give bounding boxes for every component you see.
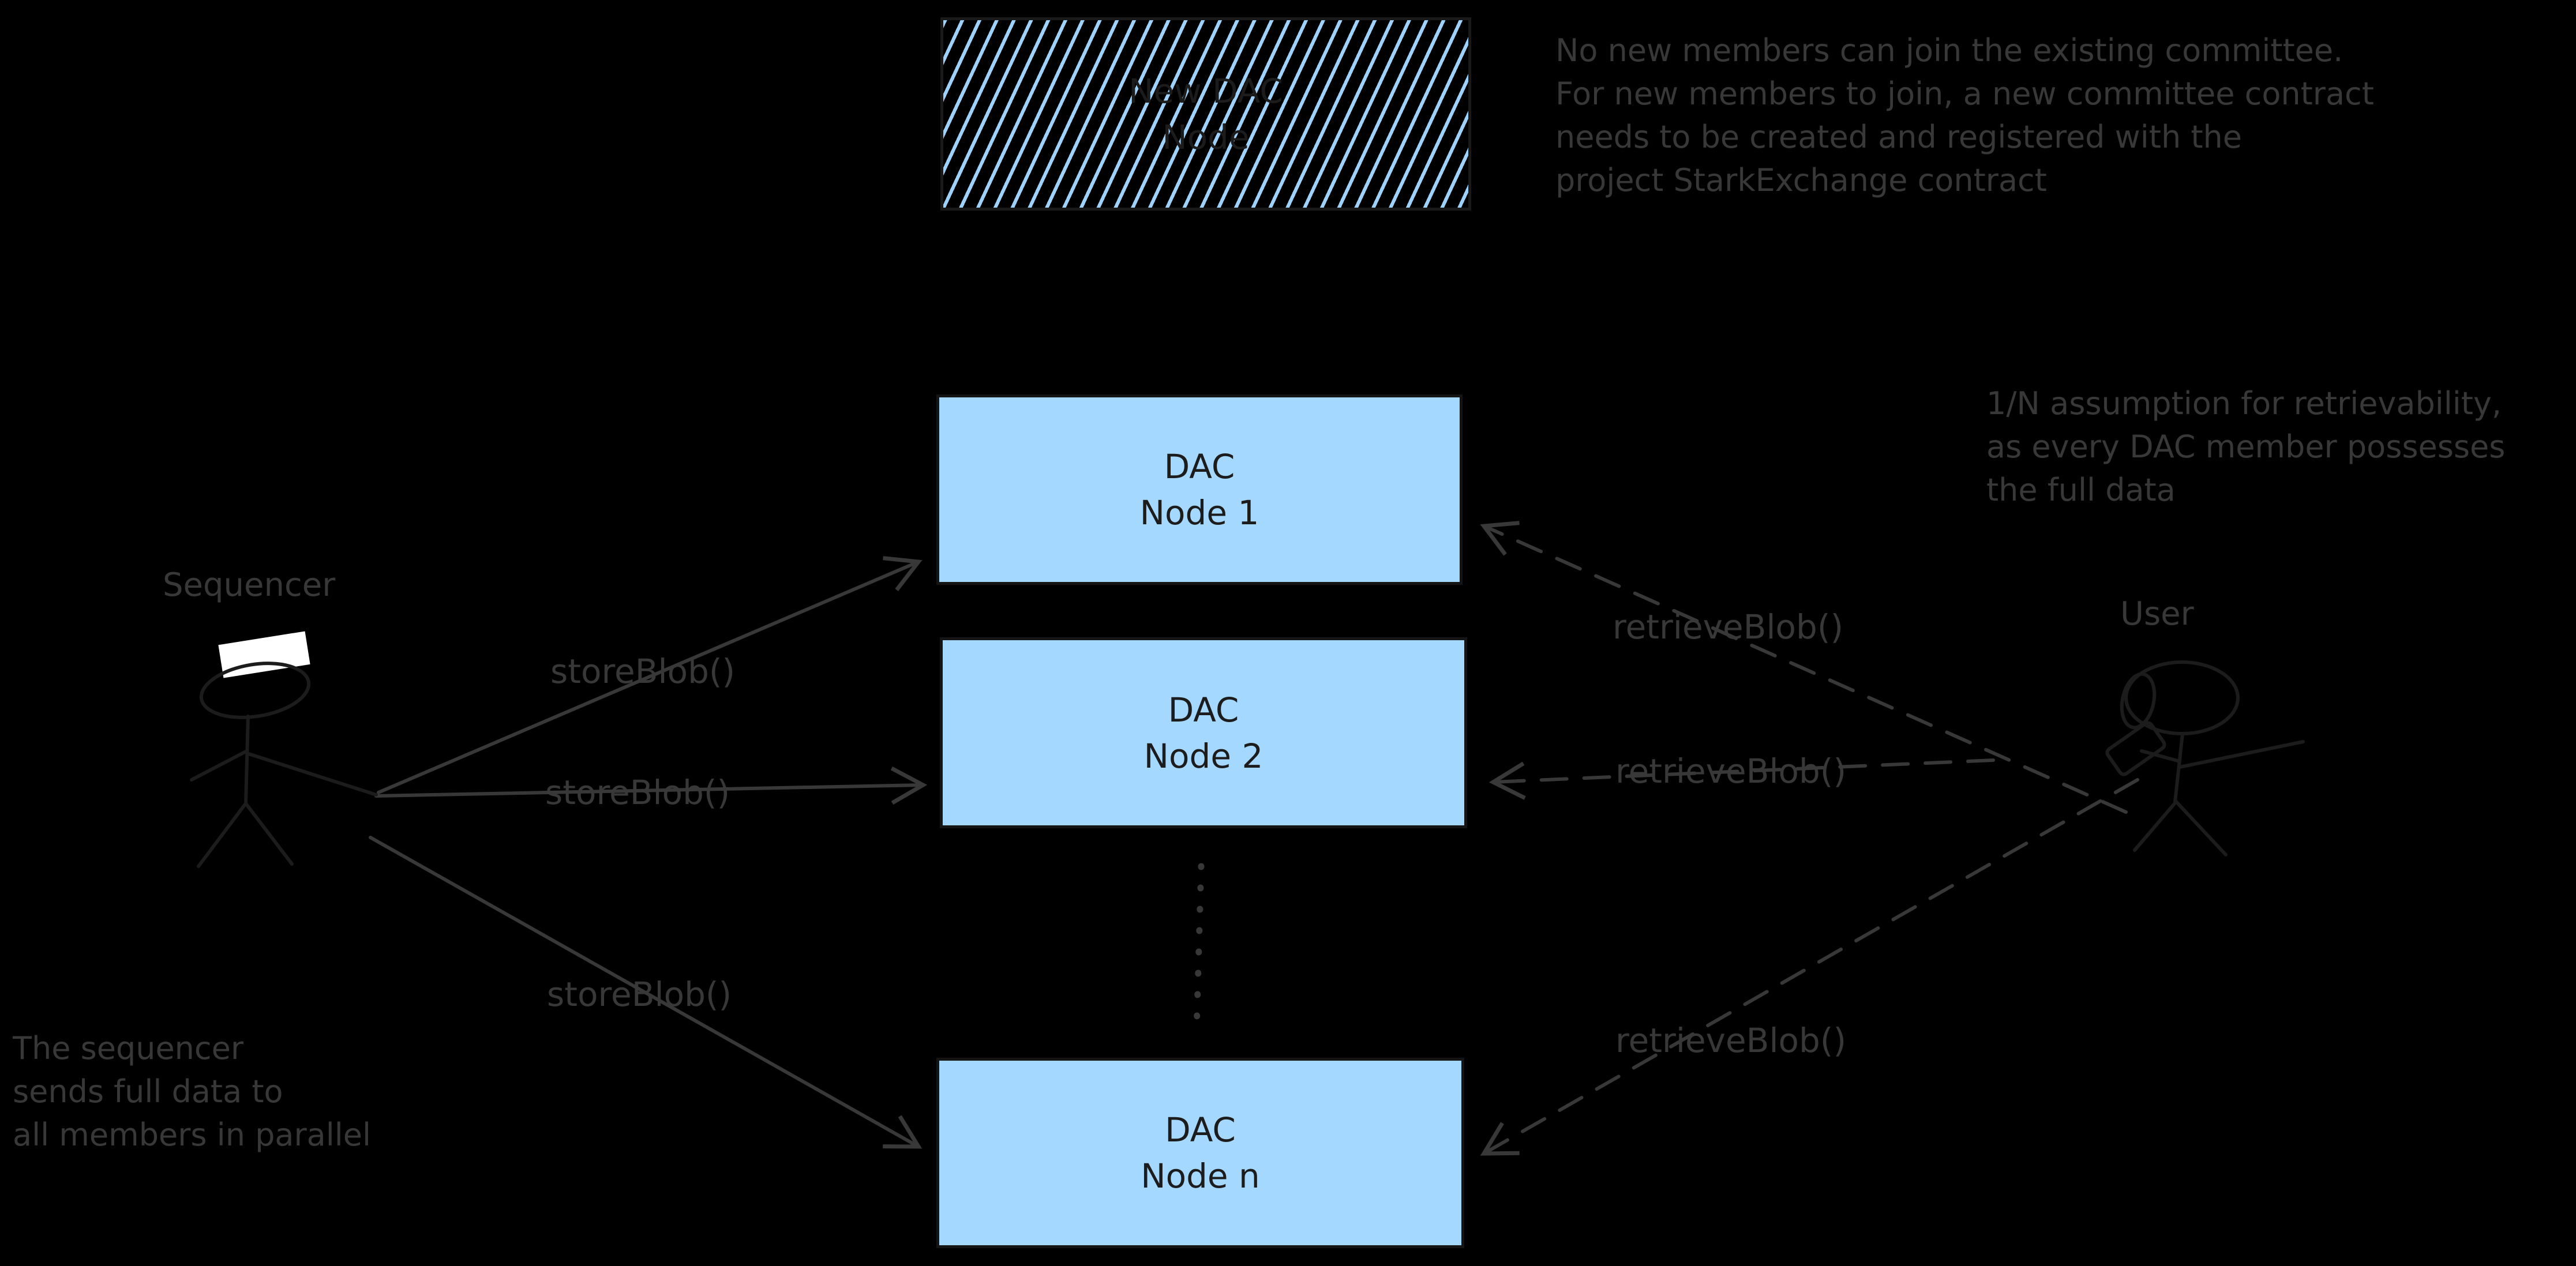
dac-node-n-label-line2: Node n: [1141, 1156, 1260, 1196]
store-blob-label-2: storeBlob(): [545, 773, 730, 812]
user-phone-icon: [2105, 721, 2166, 776]
retrievability-annotation-line3: the full data: [1986, 472, 2176, 508]
committee-annotation: No new members can join the existing com…: [1555, 29, 2374, 202]
dac-node-1-label-line1: DAC: [1164, 447, 1235, 486]
new-dac-node-box: New DAC Node: [940, 17, 1471, 211]
user-person-icon: [2105, 660, 2305, 856]
committee-annotation-line3: needs to be created and registered with …: [1555, 119, 2242, 155]
store-blob-arrow-3: [369, 836, 923, 1149]
sequencer-label: Sequencer: [163, 566, 336, 604]
sequencer-person-icon: [190, 631, 378, 868]
store-blob-label-1: storeBlob(): [550, 652, 736, 691]
dac-node-1-box: DAC Node 1: [936, 395, 1463, 585]
nodes-ellipsis-dots: [1193, 863, 1205, 1034]
dac-node-2-label-line1: DAC: [1168, 690, 1239, 730]
committee-annotation-line2: For new members to join, a new committee…: [1555, 76, 2374, 112]
new-dac-node-label-line1: New DAC: [1128, 71, 1283, 111]
new-dac-node-label-line2: Node: [1162, 117, 1250, 157]
committee-annotation-line4: project StarkExchange contract: [1555, 162, 2047, 198]
dac-node-n-label-line1: DAC: [1165, 1110, 1236, 1149]
store-blob-arrow-1: [377, 556, 923, 794]
sequencer-note-line1: The sequencer: [13, 1030, 244, 1066]
dac-node-2-box: DAC Node 2: [940, 637, 1467, 828]
dac-node-n-box: DAC Node n: [936, 1058, 1464, 1248]
retrieve-blob-label-3: retrieveBlob(): [1615, 1021, 1847, 1060]
retrievability-annotation-line1: 1/N assumption for retrievability,: [1986, 385, 2502, 422]
retrieve-blob-arrow-1: [1480, 521, 2128, 814]
sequencer-note-line3: all members in parallel: [13, 1117, 371, 1153]
retrievability-annotation: 1/N assumption for retrievability, as ev…: [1986, 382, 2505, 512]
retrieve-blob-arrow-3: [1480, 778, 2139, 1156]
sequencer-note-annotation: The sequencer sends full data to all mem…: [13, 1027, 371, 1156]
store-blob-label-3: storeBlob(): [547, 975, 732, 1014]
store-blob-arrow-2: [374, 766, 928, 805]
dac-node-2-label-line2: Node 2: [1143, 736, 1263, 776]
retrievability-annotation-line2: as every DAC member possesses: [1986, 429, 2506, 465]
user-label: User: [2120, 595, 2194, 633]
sequencer-note-line2: sends full data to: [13, 1073, 283, 1110]
committee-annotation-line1: No new members can join the existing com…: [1555, 32, 2343, 69]
retrieve-blob-label-2: retrieveBlob(): [1615, 752, 1847, 791]
retrieve-blob-label-1: retrieveBlob(): [1613, 607, 1844, 647]
dac-node-1-label-line2: Node 1: [1139, 493, 1259, 532]
